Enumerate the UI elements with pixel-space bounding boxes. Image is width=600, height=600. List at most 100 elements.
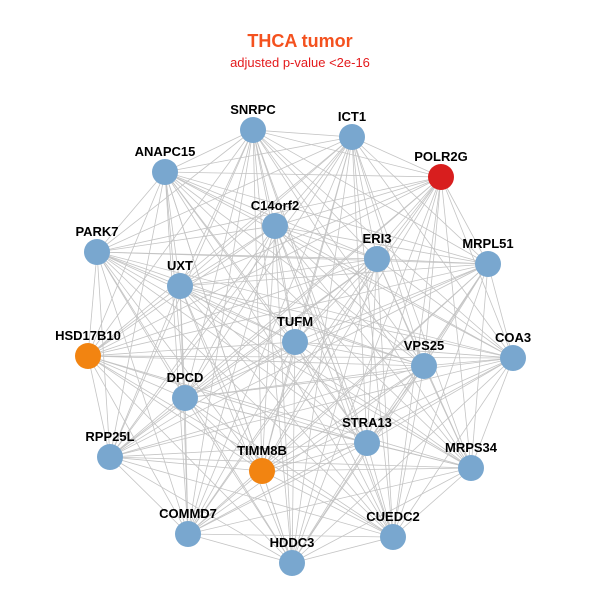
edge: [252, 129, 353, 138]
edge: [366, 357, 514, 444]
edge: [96, 251, 394, 538]
edge: [294, 341, 368, 444]
edge: [164, 171, 442, 178]
edge: [423, 365, 472, 469]
node-label-stra13: STRA13: [342, 415, 392, 430]
edge: [376, 258, 514, 359]
edge: [261, 467, 472, 472]
edge: [366, 365, 425, 444]
node-mrpl51: [475, 251, 501, 277]
node-label-hddc3: HDDC3: [270, 535, 315, 550]
plot-subtitle: adjusted p-value <2e-16: [230, 55, 370, 70]
node-polr2g: [428, 164, 454, 190]
node-timm8b: [249, 458, 275, 484]
edge: [274, 225, 489, 265]
nodes-layer: [75, 117, 526, 576]
edge: [109, 397, 186, 458]
edge: [291, 341, 296, 564]
node-label-uxt: UXT: [167, 258, 193, 273]
edge: [179, 285, 472, 469]
edge: [164, 171, 368, 444]
node-label-polr2g: POLR2G: [414, 149, 467, 164]
edge: [366, 442, 394, 538]
edge: [96, 171, 166, 253]
edge: [187, 442, 368, 535]
edge: [184, 397, 263, 472]
edge: [187, 467, 472, 535]
edge: [164, 171, 189, 535]
node-label-hsd17b10: HSD17B10: [55, 328, 121, 343]
edge: [184, 365, 425, 399]
edge: [366, 442, 472, 469]
edge: [187, 357, 514, 535]
node-mrps34: [458, 455, 484, 481]
node-vps25: [411, 353, 437, 379]
edge: [291, 442, 368, 564]
edge: [423, 357, 514, 367]
node-label-vps25: VPS25: [404, 338, 444, 353]
edge: [109, 456, 394, 538]
edge: [96, 251, 189, 535]
edge: [109, 456, 263, 472]
node-hsd17b10: [75, 343, 101, 369]
edge: [274, 225, 378, 260]
edge: [96, 129, 254, 253]
edge: [184, 258, 378, 399]
edge: [87, 355, 394, 538]
node-label-snrpc: SNRPC: [230, 102, 276, 117]
edge: [187, 470, 263, 535]
edge: [291, 467, 472, 564]
edge: [184, 397, 394, 538]
edge: [261, 357, 514, 472]
node-label-timm8b: TIMM8B: [237, 443, 287, 458]
edge: [252, 129, 472, 469]
node-dpcd: [172, 385, 198, 411]
edge: [164, 171, 514, 359]
edge: [252, 129, 293, 564]
edge: [351, 136, 442, 178]
edge: [291, 536, 394, 564]
edge: [187, 533, 293, 564]
node-tufm: [282, 329, 308, 355]
edge: [423, 176, 442, 367]
edge: [179, 285, 293, 564]
edge: [109, 456, 189, 535]
edge: [351, 136, 378, 260]
edge: [470, 357, 514, 469]
edge: [179, 136, 353, 287]
edge: [179, 285, 394, 538]
edge: [184, 397, 189, 535]
edge: [184, 225, 276, 399]
node-anapc15: [152, 159, 178, 185]
edge: [184, 263, 489, 399]
edge: [179, 285, 296, 343]
edge: [184, 136, 353, 399]
edge: [87, 176, 442, 357]
edge: [87, 355, 111, 458]
edge: [87, 251, 98, 357]
node-label-rpp25l: RPP25L: [85, 429, 134, 444]
edge: [179, 129, 254, 287]
node-c14orf2: [262, 213, 288, 239]
edge: [187, 365, 425, 535]
edge: [392, 467, 472, 538]
node-coa3: [500, 345, 526, 371]
edge: [96, 251, 296, 343]
node-label-eri3: ERI3: [363, 231, 392, 246]
node-label-park7: PARK7: [75, 224, 118, 239]
edge: [440, 176, 472, 469]
edge: [187, 258, 378, 535]
node-commd7: [175, 521, 201, 547]
edge: [164, 171, 489, 265]
edge: [87, 355, 425, 367]
edge: [187, 263, 489, 535]
edge: [179, 285, 425, 367]
edge: [87, 355, 514, 359]
edge: [96, 251, 489, 265]
edge: [261, 341, 296, 472]
edge: [87, 341, 296, 357]
edge: [164, 171, 181, 287]
edge: [187, 341, 296, 535]
